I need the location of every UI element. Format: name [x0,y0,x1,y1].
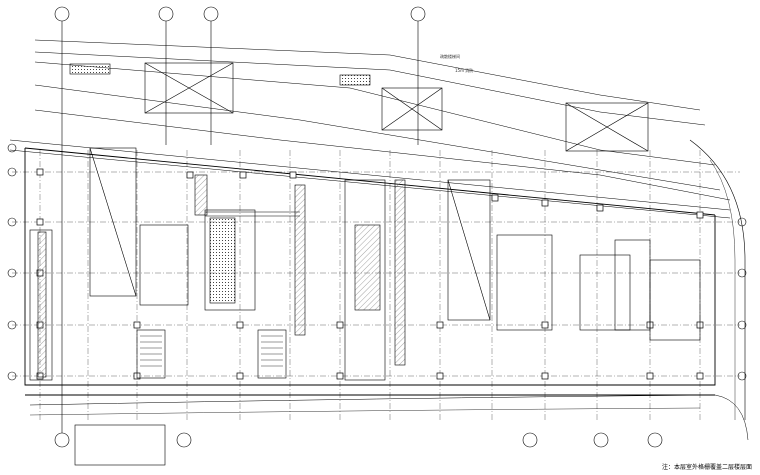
room-partitions [29,147,701,381]
label-stair-room: 疏散楼梯间 [440,53,460,59]
label-fire: 15m 消防 [455,67,473,73]
right-axis-bubbles [737,217,747,381]
top-axis-bubbles [54,6,426,22]
site-boundary-lines [9,39,731,219]
roof-openings [144,62,649,152]
drawing-note: 注：本层室外格栅覆盖二层楼层面 [661,464,752,471]
top-text-labels: 疏散楼梯间 15m 消防 [440,53,473,73]
bottom-axis-bubbles [54,432,663,448]
bottom-site-edge [29,394,749,441]
building-outline [24,147,716,396]
top-ramps [69,63,371,86]
stairs [140,335,283,367]
left-axis-bubbles [7,143,17,381]
right-curved-boundary [689,139,746,420]
